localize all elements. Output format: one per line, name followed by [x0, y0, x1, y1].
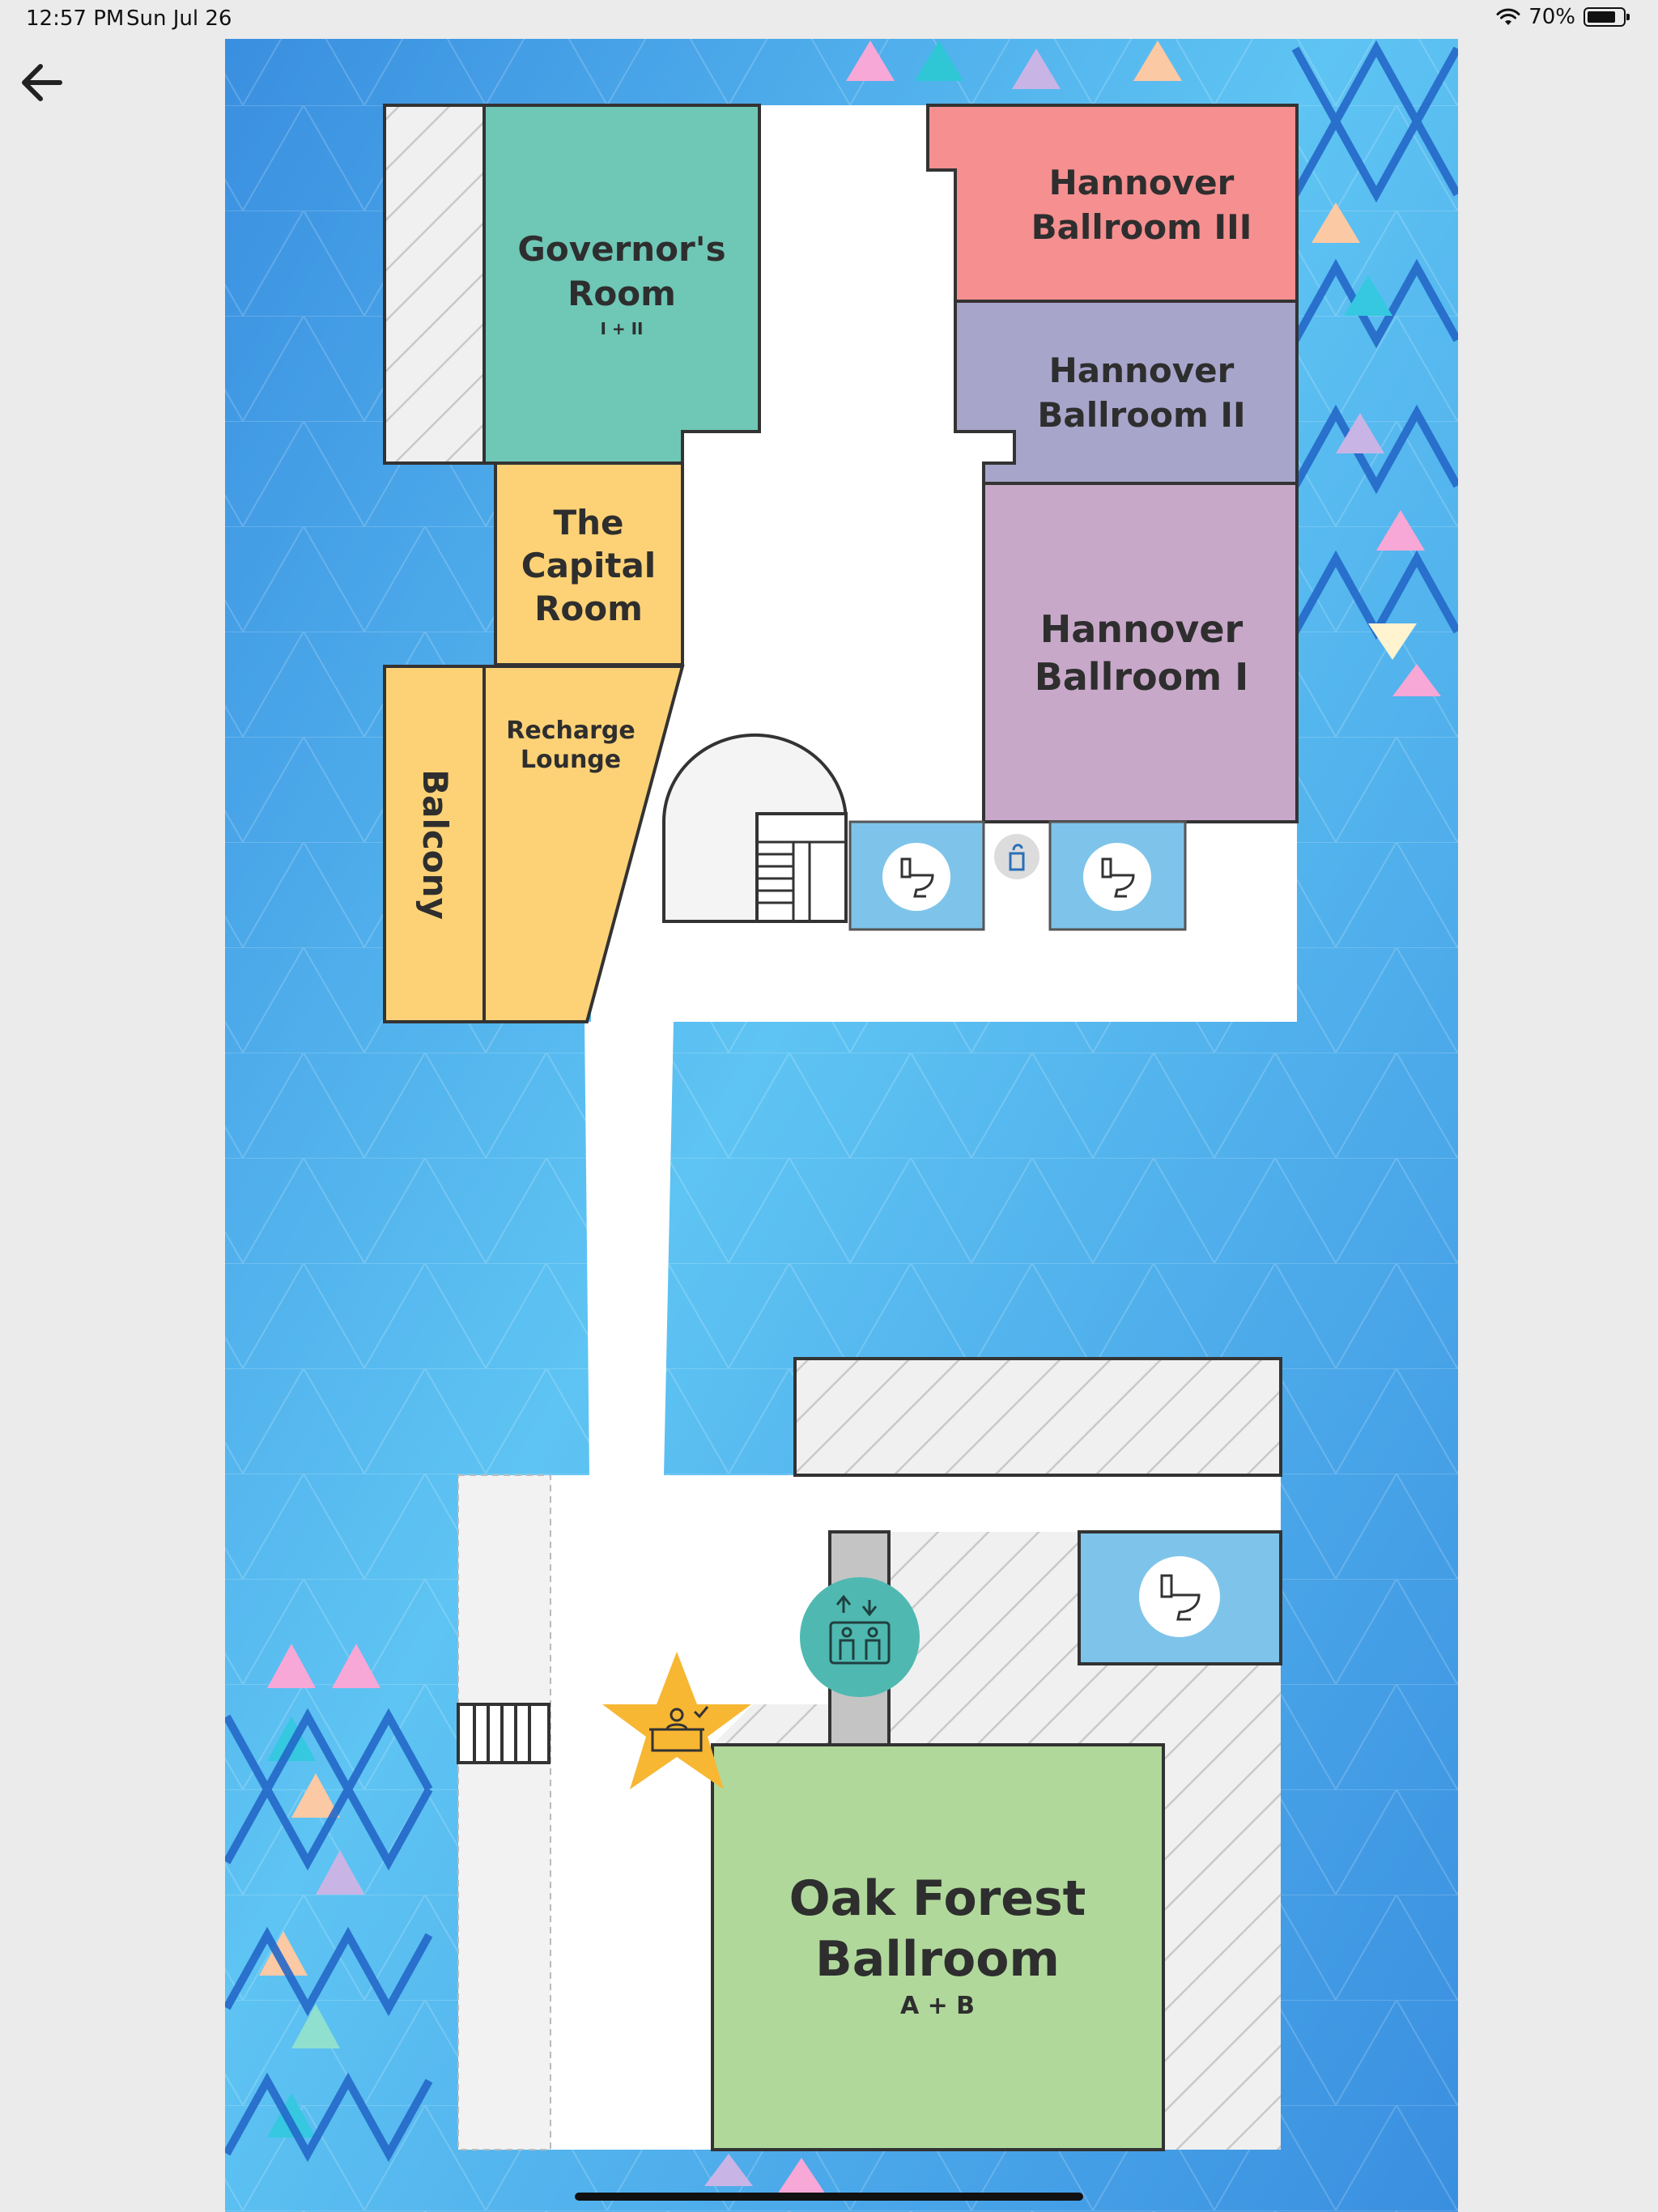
- staircase-upper: [662, 733, 848, 923]
- status-date: Sun Jul 26: [126, 6, 232, 31]
- room-hannover-ballroom-3[interactable]: Hannover Ballroom III: [926, 104, 1299, 303]
- floor-map-canvas: Governor's Room I + II The Capital Room …: [225, 39, 1458, 2212]
- hannover-1-label-line1: Hannover: [1040, 607, 1244, 651]
- back-button[interactable]: [11, 53, 70, 112]
- status-time: 12:57 PM: [26, 6, 125, 31]
- water-fountain[interactable]: [994, 834, 1039, 879]
- room-hannover-ballroom-1[interactable]: Hannover Ballroom I: [982, 482, 1299, 823]
- governors-room-sub: I + II: [600, 319, 643, 338]
- decorative-triangles-bottom-left: [225, 1708, 433, 2163]
- room-governors-room[interactable]: Governor's Room I + II: [483, 104, 761, 465]
- restroom-upper-left[interactable]: [848, 820, 985, 931]
- hannover-2-label-line2: Ballroom II: [1037, 395, 1245, 435]
- hannover-3-label-line2: Ballroom III: [1031, 207, 1252, 247]
- capital-room-label-line1: The: [553, 503, 623, 542]
- toilet-icon: [1160, 1574, 1201, 1621]
- governors-room-label-line2: Room: [568, 274, 676, 313]
- floor-map[interactable]: Governor's Room I + II The Capital Room …: [225, 39, 1458, 2212]
- recharge-lounge-label-line1: Recharge: [506, 717, 635, 745]
- room-capital-room[interactable]: The Capital Room: [494, 462, 684, 666]
- arrow-left-icon: [22, 64, 62, 101]
- room-hannover-ballroom-2[interactable]: Hannover Ballroom II: [954, 300, 1299, 485]
- side-hallway: [457, 1474, 551, 2150]
- hatched-area-bottom-top: [793, 1357, 1282, 1477]
- room-oak-forest-ballroom[interactable]: Oak Forest Ballroom A + B: [711, 1743, 1165, 2151]
- water-fountain-icon: [1009, 844, 1025, 871]
- battery-percent: 70%: [1528, 5, 1575, 29]
- elevator-icon: [829, 1594, 891, 1665]
- recharge-lounge-label-line2: Lounge: [521, 746, 621, 774]
- hatched-area-bottom-right: [712, 1532, 1281, 2150]
- status-right: 70%: [1496, 5, 1630, 29]
- home-indicator[interactable]: [575, 2193, 1083, 2201]
- decorative-triangles-top-right: [1291, 40, 1458, 640]
- oak-forest-label-line2: Ballroom: [815, 1931, 1060, 1988]
- elevator[interactable]: [800, 1577, 920, 1697]
- registration-desk[interactable]: [602, 1652, 751, 1789]
- battery-icon: [1584, 7, 1630, 27]
- restroom-upper-right[interactable]: [1048, 820, 1187, 931]
- toilet-icon: [1101, 857, 1135, 898]
- hannover-3-label-line1: Hannover: [1049, 163, 1235, 202]
- status-bar: 12:57 PM Sun Jul 26 70%: [0, 0, 1658, 39]
- stairs-icon: [757, 840, 846, 921]
- room-recharge-lounge[interactable]: Recharge Lounge: [483, 665, 685, 1023]
- oak-forest-sub: A + B: [900, 1992, 975, 2020]
- toilet-icon: [900, 857, 934, 898]
- stairs-icon: [473, 1704, 531, 1763]
- oak-forest-label-line1: Oak Forest: [789, 1870, 1086, 1927]
- registration-desk-icon: [649, 1706, 709, 1752]
- hatched-area-top-left: [383, 104, 486, 465]
- capital-room-label-line2: Capital: [521, 546, 656, 585]
- hannover-2-label-line1: Hannover: [1049, 351, 1235, 390]
- stairs-lower: [457, 1703, 551, 1764]
- wifi-icon: [1496, 8, 1520, 25]
- balcony-label: Balcony: [415, 769, 455, 920]
- connecting-corridor: [585, 1022, 674, 1475]
- decorative-colored-triangles: [259, 40, 1441, 2194]
- governors-room-label-line1: Governor's: [517, 229, 725, 269]
- restroom-lower[interactable]: [1078, 1530, 1282, 1665]
- hannover-1-label-line2: Ballroom I: [1035, 655, 1249, 699]
- room-balcony[interactable]: Balcony: [383, 665, 486, 1023]
- capital-room-label-line3: Room: [534, 589, 643, 628]
